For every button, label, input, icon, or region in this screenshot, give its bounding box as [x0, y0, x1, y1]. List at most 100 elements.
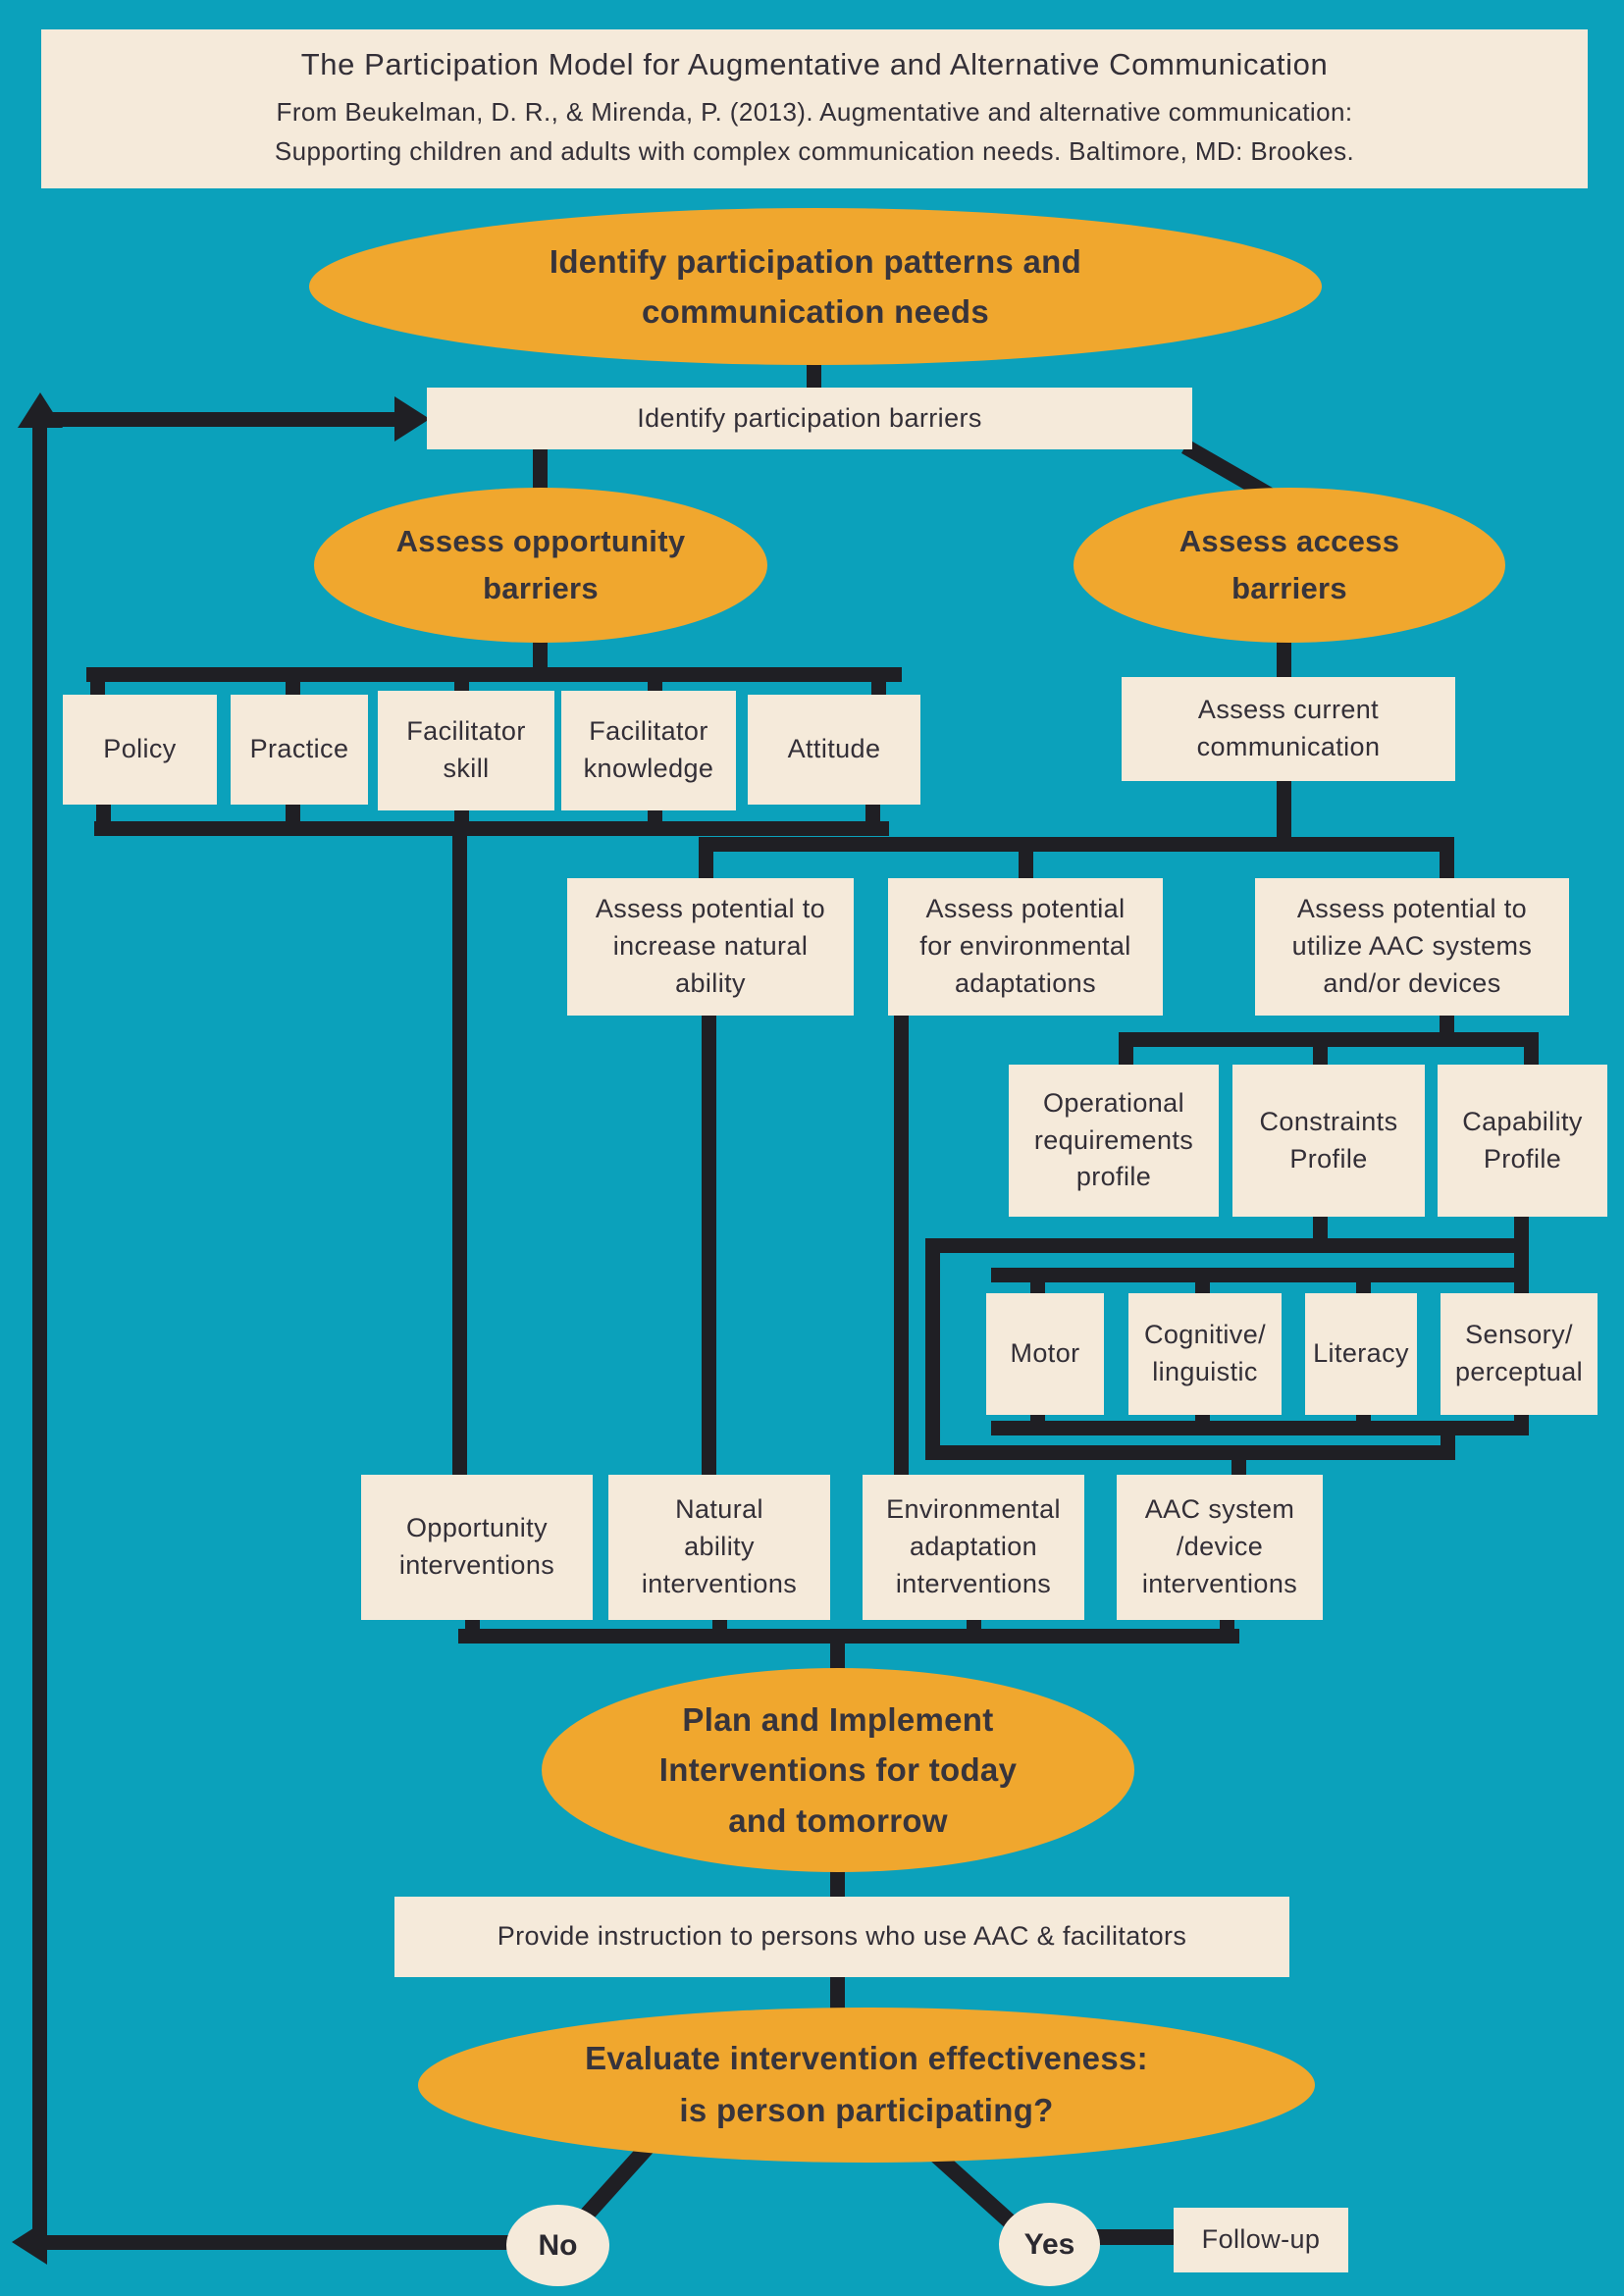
node-evaluate-effectiveness: Evaluate intervention effectiveness: is … [418, 2008, 1315, 2163]
node-environmental-adaptation-interventions: Environmental adaptation interventions [863, 1475, 1084, 1620]
node-assess-environmental-line3: adaptations [954, 967, 1096, 998]
node-plan-line1: Plan and Implement [682, 1701, 994, 1739]
node-facilitator-skill-line1: Facilitator [406, 716, 526, 747]
node-assess-natural-ability: Assess potential to increase natural abi… [567, 878, 854, 1016]
node-plan-line2: Interventions for today [658, 1751, 1018, 1789]
node-identify-patterns-line2: communication needs [641, 293, 990, 330]
node-aac-system-device-interventions: AAC system /device interventions [1117, 1475, 1323, 1620]
node-assess-natural-line2: increase natural [612, 931, 809, 962]
node-cognitive-line1: Cognitive/ [1143, 1320, 1267, 1350]
feedback-line-left [32, 412, 47, 2250]
node-assess-environmental-line2: for environmental [919, 931, 1131, 962]
node-operational-line2: requirements [1033, 1124, 1194, 1155]
node-assess-opportunity-line1: Assess opportunity [395, 523, 686, 558]
node-attitude-label: Attitude [787, 734, 881, 764]
node-operational-line1: Operational [1043, 1087, 1184, 1118]
diagram-title: The Participation Model for Augmentative… [300, 46, 1329, 81]
node-environmental-int-line3: interventions [895, 1568, 1052, 1598]
connector-current-to-bracket [1277, 779, 1291, 850]
node-opportunity-interventions: Opportunity interventions [361, 1475, 593, 1620]
bracket-opportunity-bottom [94, 821, 889, 836]
node-facilitator-knowledge: Facilitator knowledge [561, 691, 736, 810]
node-identify-patterns: Identify participation patterns and comm… [309, 208, 1322, 365]
citation-line-1: From Beukelman, D. R., & Mirenda, P. (20… [276, 96, 1353, 127]
node-natural-ability-interventions: Natural ability interventions [608, 1475, 830, 1620]
node-operational-line3: profile [1075, 1162, 1152, 1192]
node-assess-environmental-line1: Assess potential [925, 894, 1126, 924]
node-assess-aac-line2: utilize AAC systems [1291, 931, 1533, 962]
node-follow-up-label: Follow-up [1201, 2224, 1321, 2255]
node-literacy: Literacy [1305, 1293, 1417, 1415]
node-yes-label: Yes [1023, 2227, 1075, 2261]
node-sensory-perceptual: Sensory/ perceptual [1441, 1293, 1598, 1415]
node-opportunity-int-line2: interventions [398, 1550, 555, 1580]
connector-barriers-to-opportunity [533, 446, 548, 496]
drop-assess-aac [1440, 837, 1454, 886]
node-practice-label: Practice [249, 734, 349, 764]
node-assess-opportunity-barriers: Assess opportunity barriers [314, 488, 767, 643]
node-assess-environmental-adaptations: Assess potential for environmental adapt… [888, 878, 1163, 1016]
drop-aac-interventions [1231, 1445, 1246, 1481]
node-operational-requirements-profile: Operational requirements profile [1009, 1065, 1219, 1217]
node-assess-aac-line1: Assess potential to [1296, 894, 1528, 924]
drop-assess-natural [699, 837, 713, 886]
node-plan-and-implement: Plan and Implement Interventions for tod… [542, 1668, 1134, 1872]
node-evaluate-line1: Evaluate intervention effectiveness: [585, 2040, 1148, 2077]
node-facilitator-skill-line2: skill [443, 754, 490, 783]
connector-provide-to-evaluate [830, 1975, 845, 2014]
node-provide-instruction: Provide instruction to persons who use A… [394, 1897, 1289, 1977]
node-capability-line1: Capability [1462, 1106, 1583, 1136]
node-motor: Motor [986, 1293, 1104, 1415]
title-block: The Participation Model for Augmentative… [41, 29, 1588, 188]
node-no: No [506, 2205, 609, 2286]
node-natural-int-line2: ability [684, 1532, 755, 1562]
node-assess-natural-line3: ability [675, 967, 746, 998]
node-environmental-int-line1: Environmental [886, 1494, 1061, 1525]
connector-capability-to-sensory [1514, 1215, 1529, 1301]
drop-operational [1119, 1032, 1133, 1071]
node-policy: Policy [63, 695, 217, 805]
drop-capability [1524, 1032, 1539, 1071]
feedback-arrowhead-left-icon [12, 2219, 47, 2265]
connector-opportunity-to-interventions [452, 821, 467, 1481]
node-environmental-int-line2: adaptation [909, 1532, 1038, 1562]
node-opportunity-int-line1: Opportunity [406, 1513, 548, 1543]
connector-patterns-to-barriers [807, 359, 821, 392]
node-assess-natural-line1: Assess potential to [595, 894, 826, 924]
node-yes: Yes [999, 2203, 1100, 2286]
node-plan-line3: and tomorrow [728, 1801, 948, 1839]
node-identify-barriers-label: Identify participation barriers [637, 402, 982, 433]
bracket-opportunity-top [86, 667, 902, 682]
node-facilitator-knowledge-line1: Facilitator [589, 716, 708, 747]
node-assess-opportunity-line2: barriers [483, 571, 599, 605]
node-follow-up: Follow-up [1174, 2208, 1348, 2272]
node-literacy-label: Literacy [1313, 1338, 1409, 1369]
feedback-arrowhead-up-icon [18, 392, 63, 428]
node-constraints-line1: Constraints [1259, 1106, 1398, 1136]
node-cognitive-linguistic: Cognitive/ linguistic [1128, 1293, 1282, 1415]
bracket-constraints-capability [925, 1238, 1529, 1253]
line-funnel-to-aac [925, 1445, 1455, 1460]
node-facilitator-knowledge-line2: knowledge [583, 754, 714, 783]
drop-assess-environmental [1019, 837, 1033, 886]
bracket-assess-potential [707, 837, 1454, 852]
connector-yes-to-followup [1091, 2229, 1178, 2245]
node-assess-aac-line3: and/or devices [1323, 967, 1501, 998]
node-sensory-line1: Sensory/ [1465, 1320, 1573, 1350]
node-identify-patterns-line1: Identify participation patterns and [549, 242, 1082, 280]
connector-interventions-to-plan [830, 1629, 845, 1674]
node-assess-access-line2: barriers [1231, 571, 1347, 605]
node-no-label: No [538, 2228, 578, 2262]
feedback-line-bottom [29, 2235, 510, 2250]
node-identify-barriers: Identify participation barriers [427, 388, 1192, 449]
feedback-arrowhead-right-icon [394, 396, 430, 442]
bracket-capability-components-top [991, 1268, 1529, 1282]
node-assess-current-line1: Assess current [1197, 695, 1380, 725]
node-cognitive-line2: linguistic [1152, 1357, 1258, 1386]
node-natural-int-line3: interventions [641, 1568, 798, 1598]
node-constraints-line2: Profile [1289, 1143, 1368, 1174]
node-capability-profile: Capability Profile [1438, 1065, 1607, 1217]
node-assess-current-line2: communication [1196, 732, 1381, 761]
citation-line-2: Supporting children and adults with comp… [274, 136, 1355, 166]
